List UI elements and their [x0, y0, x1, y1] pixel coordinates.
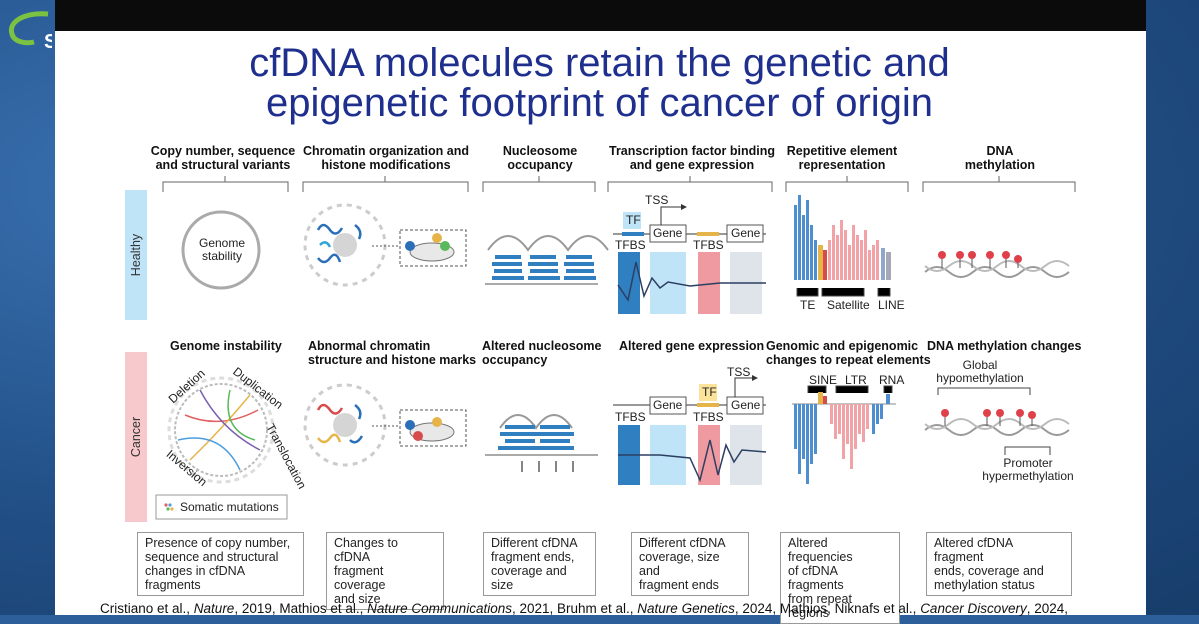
cancer-header-1: Genome instability — [170, 339, 282, 353]
sine-label: SINE — [809, 373, 838, 387]
ltr-label: LTR — [845, 373, 867, 387]
tf-label-cancer: TF — [702, 385, 717, 399]
tss-label-healthy: TSS — [645, 193, 669, 207]
healthy-row-band: Healthy — [125, 190, 147, 320]
gene-label-cancer-2: Gene — [731, 398, 761, 412]
tfbs-label-healthy-2: TFBS — [693, 238, 724, 252]
tss-label-cancer: TSS — [727, 365, 751, 379]
genome-ring — [181, 210, 261, 290]
somatic-dots-icon — [164, 503, 174, 511]
logo-icon: S — [8, 11, 52, 52]
header-brackets — [162, 176, 1076, 192]
methylation-healthy — [924, 251, 1070, 278]
genome-instability-circle — [167, 376, 275, 484]
cancer-row-band: Cancer — [125, 352, 147, 522]
caption-box-1: Presence of copy number,sequence and str… — [137, 532, 304, 596]
chromatin-cancer — [303, 383, 467, 467]
line-label: LINE — [878, 298, 905, 312]
te-label: TE — [800, 298, 816, 312]
tf-binding-healthy — [613, 204, 766, 314]
chromatin-healthy — [303, 203, 467, 287]
nucleosome-cancer — [485, 414, 598, 472]
cancer-header-6: DNA methylation changes — [927, 339, 1082, 353]
rna-label: RNA — [879, 373, 905, 387]
tf-label-healthy: TF — [626, 213, 641, 227]
presentation-top-bar — [55, 0, 1146, 31]
title-line-1: cfDNA molecules retain the genetic and — [249, 41, 950, 85]
title-line-2: epigenetic footprint of cancer of origin — [265, 81, 934, 125]
cancer-header-4: Altered gene expression — [619, 339, 765, 353]
gene-label-healthy-1: Gene — [653, 226, 683, 240]
somatic-mutations-label: Somatic mutations — [180, 500, 279, 514]
tfbs-label-cancer-2: TFBS — [693, 410, 724, 424]
gene-label-cancer-1: Gene — [653, 398, 683, 412]
somatic-legend-box — [155, 494, 288, 520]
tfbs-label-cancer-1: TFBS — [615, 410, 646, 424]
satellite-label: Satellite — [827, 298, 870, 312]
repeat-healthy — [794, 195, 891, 297]
citation-line: Cristiano et al., Nature, 2019, Mathios … — [100, 601, 1069, 616]
tfbs-label-healthy-1: TFBS — [615, 238, 646, 252]
slide-title: cfDNA molecules retain the genetic and e… — [0, 43, 1199, 123]
methylation-cancer — [924, 387, 1070, 455]
tf-binding-cancer — [613, 375, 767, 485]
gene-label-healthy-2: Gene — [731, 226, 761, 240]
nucleosome-healthy — [485, 235, 609, 285]
repeat-cancer — [792, 385, 896, 484]
svg-text:S: S — [44, 31, 52, 52]
